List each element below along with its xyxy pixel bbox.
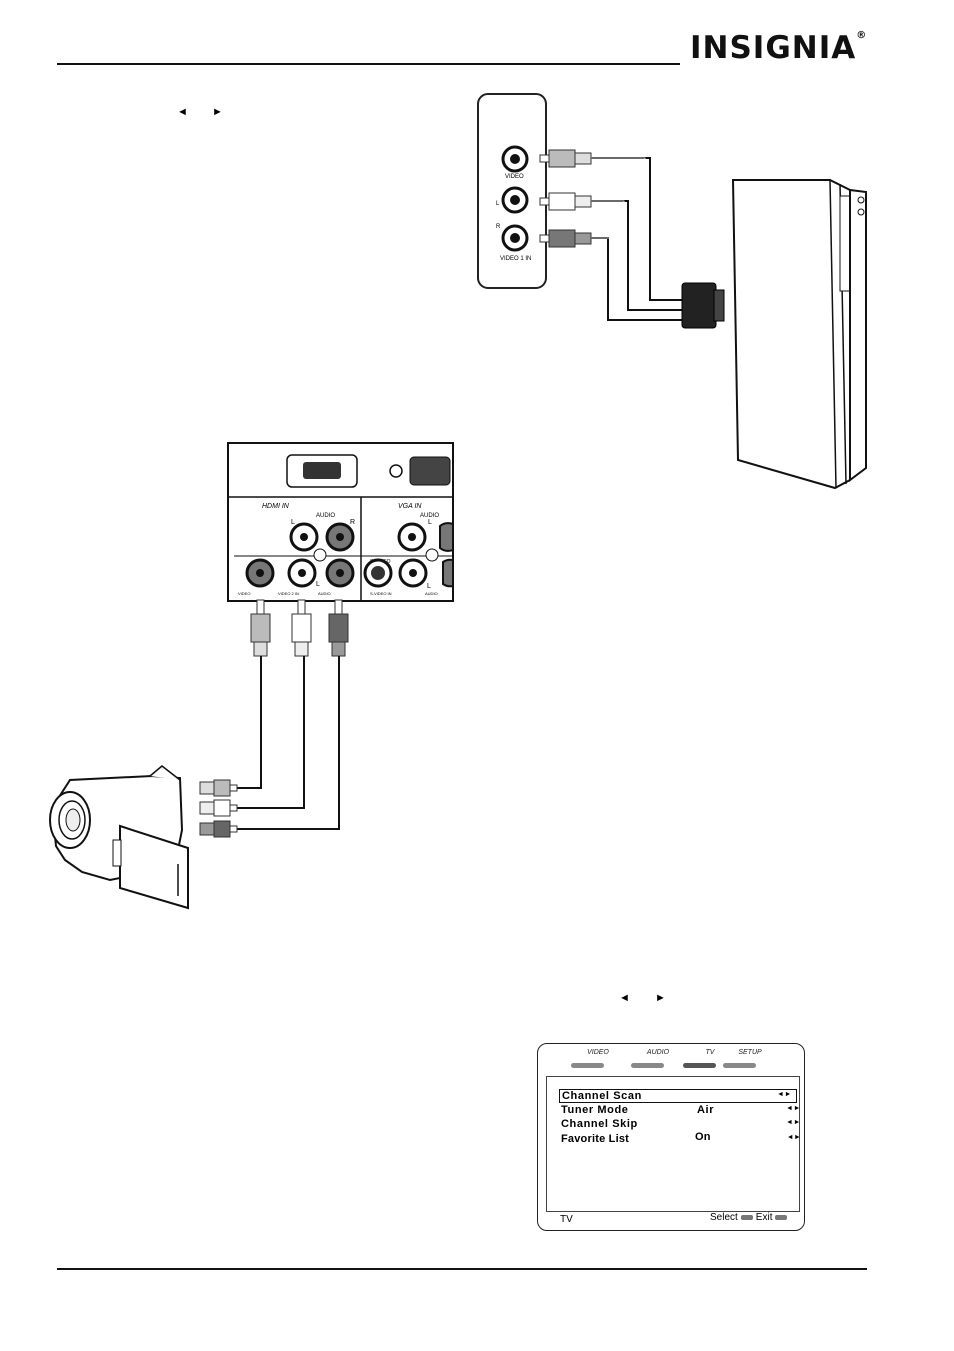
l-label: L <box>496 201 500 207</box>
adjust-arrows-icon: ◄► <box>786 1134 801 1141</box>
audio-label: AUDIO <box>318 591 331 596</box>
tuner-mode-value: Air <box>697 1104 715 1116</box>
rca-plugs-top <box>539 149 592 248</box>
camcorder <box>49 765 189 910</box>
video-2-in-label: VIDEO 2 IN <box>278 591 299 596</box>
favorite-list-value: On <box>695 1131 711 1143</box>
video-jack <box>501 145 529 173</box>
right-arrow-icon: ► <box>212 106 223 118</box>
rca-plugs-tv <box>250 599 349 657</box>
video-3-jack <box>398 558 428 588</box>
audio-label: AUDIO <box>420 513 439 519</box>
adjust-arrows-icon: ◄► <box>776 1091 792 1098</box>
tab-audio-indicator <box>631 1063 664 1068</box>
header-rule <box>57 63 680 65</box>
hdmi-in-label: HDMI IN <box>262 503 290 510</box>
menu-tabs: VIDEO AUDIO TV SETUP <box>548 1049 798 1073</box>
l-label: L <box>291 519 295 526</box>
audio-l-jack <box>501 186 529 214</box>
vga-audio-l-jack <box>397 522 427 552</box>
av-input-panel: VIDEO L R VIDEO 1 IN <box>477 93 547 289</box>
video-label: VIDEO <box>238 591 250 596</box>
l-label: L <box>428 519 432 526</box>
left-arrow-icon: ◄ <box>619 992 630 1004</box>
video-2-jack <box>245 558 275 588</box>
enter-key-icon <box>740 1214 753 1220</box>
video-label: VIDEO <box>505 174 524 180</box>
tab-setup-indicator <box>723 1063 756 1068</box>
footer-select-label: Select <box>710 1212 738 1223</box>
left-arrow-icon: ◄ <box>177 106 188 118</box>
game-console <box>731 179 867 490</box>
r-label: R <box>496 224 501 230</box>
l-label: L <box>427 583 431 590</box>
tab-audio[interactable]: AUDIO <box>628 1049 688 1071</box>
video-1-in-label: VIDEO 1 IN <box>500 256 531 262</box>
footer-tv-label: TV <box>560 1214 573 1225</box>
menu-item-channel-skip[interactable]: Channel Skip ◄► <box>561 1118 801 1130</box>
hdmi-audio-r-jack <box>325 522 355 552</box>
tv-menu-screen: VIDEO AUDIO TV SETUP Channel Scan ◄► Tun… <box>537 1043 805 1231</box>
menu-item-channel-scan[interactable]: Channel Scan ◄► <box>559 1089 797 1103</box>
l-label: L <box>316 581 320 588</box>
audio-label: AUDIO <box>425 591 438 596</box>
s-video-in-label: S-VIDEO IN <box>370 591 392 596</box>
audio-r-jack <box>501 224 529 252</box>
audio-label: AUDIO <box>316 513 335 519</box>
tab-setup[interactable]: SETUP <box>720 1049 780 1071</box>
av-cables-camcorder <box>236 656 340 830</box>
brand-logo: INSIGNIA® <box>690 30 868 66</box>
hdmi-audio-l-jack <box>289 522 319 552</box>
menu-key-icon <box>775 1214 788 1220</box>
av-cables-top <box>591 157 682 321</box>
tv-back-panel: HDMI IN VGA IN AUDIO AUDIO L R L S-VIDEO… <box>227 442 454 602</box>
right-arrow-icon: ► <box>655 992 666 1004</box>
multi-av-connector <box>681 282 725 329</box>
menu-item-tuner-mode[interactable]: Tuner Mode Air ◄► <box>561 1104 801 1116</box>
adjust-arrows-icon: ◄► <box>785 1105 801 1112</box>
tab-video[interactable]: VIDEO <box>568 1049 628 1071</box>
tab-tv-indicator <box>683 1063 716 1068</box>
rca-plugs-camcorder <box>199 779 238 838</box>
adjust-arrows-icon: ◄► <box>785 1119 801 1126</box>
menu-panel: Channel Scan ◄► Tuner Mode Air ◄► Channe… <box>546 1076 801 1212</box>
audio-r-jack <box>325 558 355 588</box>
menu-item-favorite-list[interactable]: Favorite List On ◄► <box>561 1131 801 1145</box>
r-label: R <box>350 519 355 526</box>
tab-tv[interactable]: TV <box>680 1049 740 1071</box>
footer-exit-label: Exit <box>755 1212 773 1223</box>
tab-video-indicator <box>571 1063 604 1068</box>
audio-l-jack <box>287 558 317 588</box>
vga-in-label: VGA IN <box>398 503 422 510</box>
s-video-jack <box>363 558 393 588</box>
footer-rule <box>57 1268 867 1270</box>
